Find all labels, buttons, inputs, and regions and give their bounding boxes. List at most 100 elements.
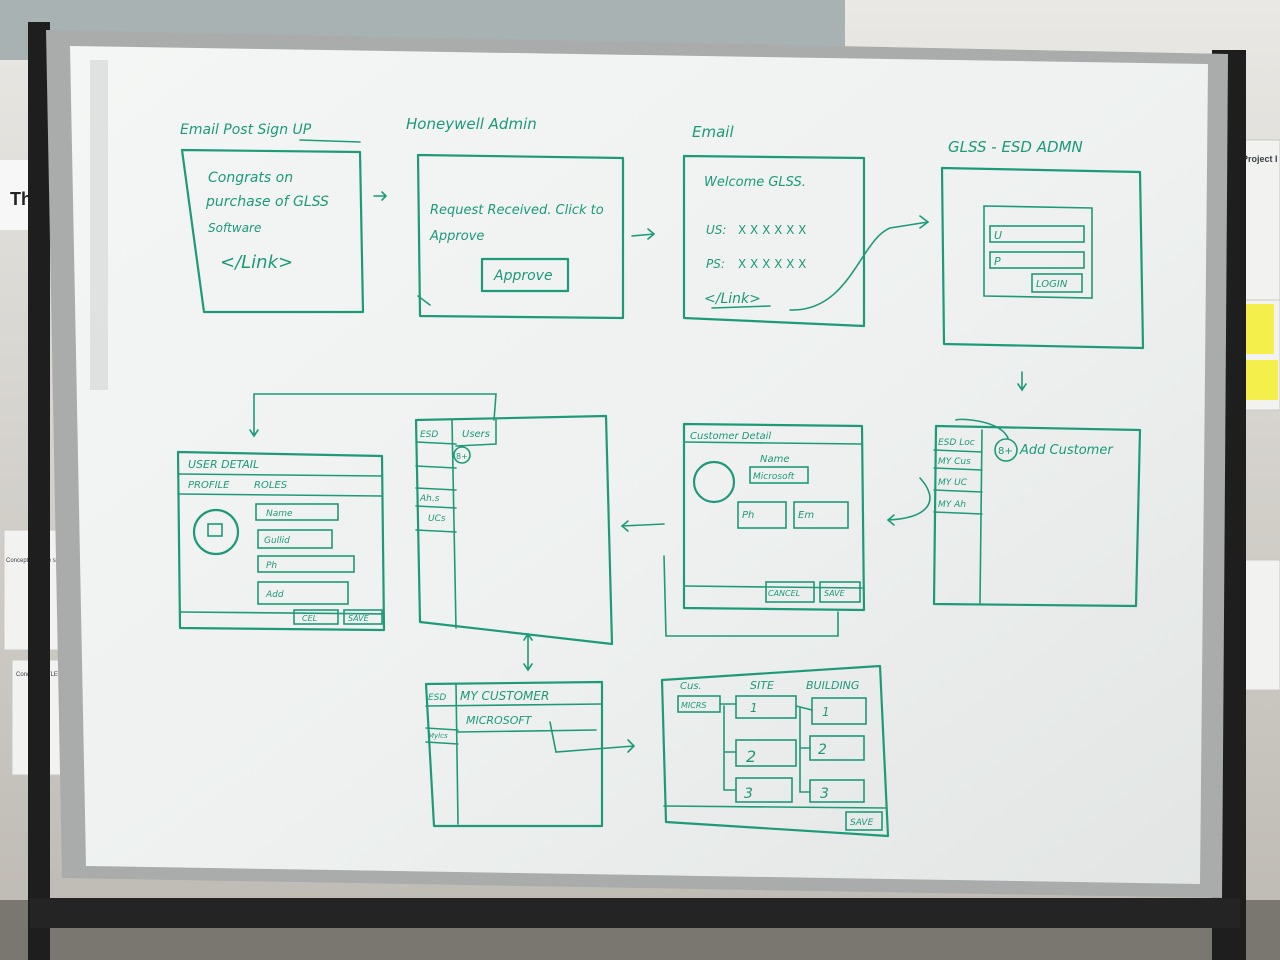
- card3-link: </Link>: [704, 291, 761, 307]
- sketch-user-detail: USER DETAIL PROFILE ROLES Name Gullid Ph…: [176, 450, 386, 632]
- arrow-2: [631, 228, 656, 240]
- mycust-title: MY CUSTOMER: [460, 689, 549, 703]
- arrow-5: [886, 477, 931, 526]
- users-side-ahs: Ah.s: [419, 494, 440, 504]
- right-doc-title: Project I: [1242, 154, 1278, 164]
- site-1: 1: [750, 701, 758, 715]
- card3-user-value: X X X X X X: [738, 223, 806, 237]
- site-3: 3: [744, 786, 753, 802]
- site-col-site: SITE: [750, 679, 774, 692]
- menu-esd-loc: ESD Loc: [938, 438, 975, 448]
- login-user-label: U: [994, 229, 1002, 242]
- arrow-9: [549, 721, 636, 753]
- customer-em-label: Em: [798, 510, 814, 521]
- heading-glss-esd-admin: GLSS - ESD ADMN: [948, 138, 1083, 156]
- site-cus-value: MICRS: [681, 701, 706, 710]
- customer-avatar-icon: [692, 460, 736, 504]
- arrow-6: [620, 520, 665, 532]
- user-save-button: [343, 609, 383, 625]
- board-smudge: [90, 60, 108, 390]
- user-avatar-image-icon: [207, 523, 223, 537]
- customer-save-button: [819, 581, 861, 603]
- building-1: 1: [822, 705, 830, 719]
- customer-cancel-label: CANCEL: [768, 589, 800, 598]
- card1-link: </Link>: [220, 252, 293, 273]
- sketch-add-customer: ESD Loc MY Cus MY UC MY Ah 8+ Add Custom…: [932, 418, 1142, 608]
- user-name-label: Name: [266, 509, 293, 519]
- customer-name-field: [749, 466, 809, 484]
- card3-line1: Welcome GLSS.: [704, 175, 806, 190]
- add-customer-plus-icon: [994, 438, 1018, 462]
- users-top-users: Users: [462, 429, 490, 440]
- sketch-congrats-email: Congrats on purchase of GLSS Software </…: [180, 148, 365, 314]
- card2-line1: Request Received. Click to: [430, 203, 604, 218]
- login-button: [1031, 273, 1083, 293]
- user-gullid-field: [257, 529, 333, 549]
- building-box-3: [809, 779, 865, 803]
- mycust-side-esd: ESD: [428, 693, 446, 703]
- sketch-customer-detail: Customer Detail Name Microsoft Ph Em CAN…: [663, 422, 866, 637]
- users-plus-icon: [453, 446, 471, 464]
- card2-approve-button: [480, 257, 570, 293]
- building-2: 2: [818, 742, 827, 758]
- users-side-esd: ESD: [420, 430, 438, 440]
- user-detail-title: USER DETAIL: [188, 458, 259, 471]
- sketch-site-building: Cus. SITE BUILDING MICRS 1 2 3 1 2 3 SAV…: [660, 664, 890, 838]
- card2-approve-label: Approve: [493, 268, 553, 284]
- sketch-login-screen: U P LOGIN: [940, 166, 1145, 350]
- sketch-my-customer: ESD Mylcs MY CUSTOMER MICROSOFT: [424, 680, 604, 828]
- menu-my-cus: MY Cus: [938, 457, 971, 467]
- mycust-side-mylcs: Mylcs: [428, 732, 448, 740]
- user-tab-roles: ROLES: [254, 480, 288, 491]
- site-save-button: [845, 811, 883, 831]
- arrow-7: [249, 393, 497, 438]
- user-cancel-button: [293, 609, 339, 625]
- customer-ph-label: Ph: [742, 510, 754, 521]
- customer-detail-title: Customer Detail: [690, 431, 771, 442]
- site-2: 2: [746, 747, 756, 766]
- add-customer-plus: 8+: [998, 446, 1013, 457]
- user-gullid-label: Gullid: [264, 536, 290, 546]
- heading-underline: [299, 139, 361, 143]
- login-field-pass: [989, 251, 1085, 269]
- card3-pass-label: PS:: [706, 257, 725, 271]
- card3-pass-value: X X X X X X: [738, 257, 806, 271]
- sticky-note-2: [1244, 360, 1278, 400]
- heading-email-post-signup: Email Post Sign UP: [180, 122, 312, 138]
- site-box-2: [735, 739, 797, 767]
- building-3: 3: [820, 786, 829, 802]
- login-pass-label: P: [994, 255, 1001, 268]
- login-field-user: [989, 225, 1085, 243]
- arrow-1: [373, 191, 388, 201]
- mycust-row-microsoft: MICROSOFT: [466, 714, 533, 727]
- customer-cancel-button: [765, 581, 815, 603]
- users-plus: 8+: [456, 452, 468, 461]
- site-col-cus: Cus.: [680, 681, 702, 692]
- sketch-esd-users: ESD Ah.s UCs Users 8+: [414, 414, 614, 646]
- card3-user-label: US:: [706, 223, 726, 237]
- user-save-label: SAVE: [348, 614, 370, 623]
- user-ph-label: Ph: [266, 561, 277, 571]
- users-side-ucs: UCs: [428, 514, 446, 524]
- user-name-field: [255, 503, 339, 521]
- add-customer-label: Add Customer: [1019, 443, 1114, 458]
- customer-save-label: SAVE: [824, 589, 846, 598]
- left-sign-text: Th: [10, 189, 32, 209]
- user-avatar-icon: [192, 508, 240, 556]
- user-tab-profile: PROFILE: [188, 480, 230, 491]
- login-button-label: LOGIN: [1036, 279, 1068, 290]
- card1-line2: purchase of GLSS: [205, 194, 329, 210]
- menu-my-uc: MY UC: [938, 478, 968, 488]
- card1-line1: Congrats on: [208, 170, 293, 186]
- customer-em-field: [793, 501, 849, 529]
- heading-honeywell-admin: Honeywell Admin: [406, 115, 537, 133]
- customer-name-value: Microsoft: [753, 472, 795, 482]
- arrow-4: [1017, 371, 1027, 392]
- card2-line2: Approve: [429, 229, 484, 244]
- card1-line3: Software: [208, 221, 261, 235]
- heading-email: Email: [692, 123, 734, 141]
- stand-bottom-bar: [30, 898, 1240, 928]
- customer-ph-field: [737, 501, 787, 529]
- arrow-3: [789, 215, 930, 311]
